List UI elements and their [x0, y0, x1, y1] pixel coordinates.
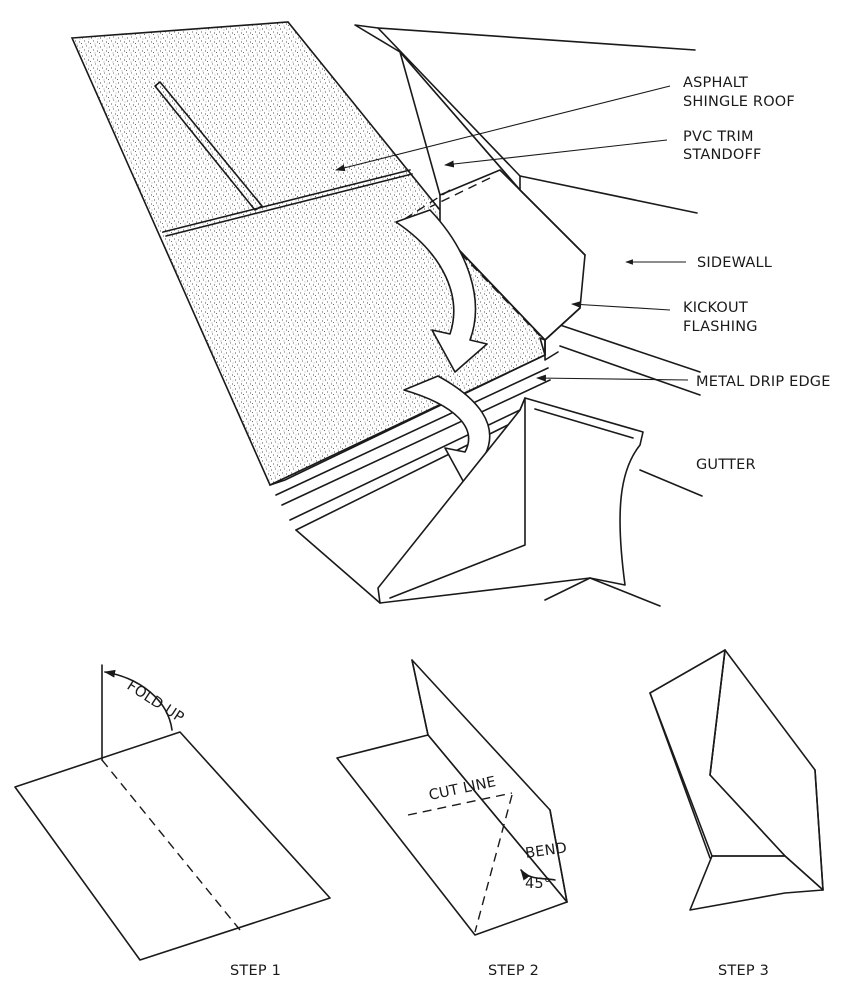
step2-fold [411, 659, 568, 903]
metal-drip-edge [269, 354, 551, 531]
water-flow-arrow [395, 209, 488, 373]
pvc-trim-edge [377, 27, 698, 214]
bend-arc [520, 869, 556, 881]
shingle-course-line [162, 169, 413, 237]
main-illustration: ASPHALT SHINGLE ROOF PVC TRIM STANDOFF S… [70, 21, 831, 607]
gutter [377, 397, 644, 604]
fold-up-label: FOLD UP [124, 678, 187, 727]
kickout-label-2: FLASHING [683, 319, 758, 335]
angle-label: 45° [525, 876, 551, 892]
step-2-diagram: CUT LINE BEND 45° STEP 2 [336, 659, 568, 979]
bend-label: BEND [524, 840, 568, 862]
leader-asphalt [335, 85, 671, 172]
step-1-label: STEP 1 [230, 963, 281, 979]
pvc-label-1: PVC TRIM [683, 129, 754, 145]
step-3-diagram: STEP 3 [649, 649, 824, 979]
step1-fold-line [101, 759, 241, 931]
gutter-label: GUTTER [696, 457, 756, 473]
bend-line [474, 794, 513, 933]
asphalt-label-1: ASPHALT [683, 75, 748, 91]
pvc-trim-standoff [354, 24, 521, 191]
shingle-keyway [154, 81, 263, 211]
gutter-roof-edge [295, 529, 381, 604]
step-2-label: STEP 2 [488, 963, 539, 979]
step3-edges [649, 649, 824, 891]
gutter-inner [389, 397, 634, 599]
leader-kickout [571, 301, 671, 311]
step1-fold-arc [103, 669, 173, 731]
leader-drip [536, 374, 689, 382]
sidewall-line [559, 324, 701, 396]
drip-edge-label: METAL DRIP EDGE [696, 374, 831, 390]
step-1-diagram: FOLD UP STEP 1 [14, 664, 331, 979]
gutter-lines [544, 469, 703, 607]
kickout-hidden-edge [399, 177, 541, 337]
kickout-label-1: KICKOUT [683, 300, 748, 316]
asphalt-label-2: SHINGLE ROOF [683, 94, 795, 110]
cut-line [407, 792, 513, 816]
pvc-label-2: STANDOFF [683, 147, 762, 163]
sidewall-label: SIDEWALL [697, 255, 772, 271]
step3-kick [689, 855, 824, 911]
step3-seat [649, 649, 786, 859]
step-3-label: STEP 3 [718, 963, 769, 979]
leader-pvc [444, 139, 668, 168]
